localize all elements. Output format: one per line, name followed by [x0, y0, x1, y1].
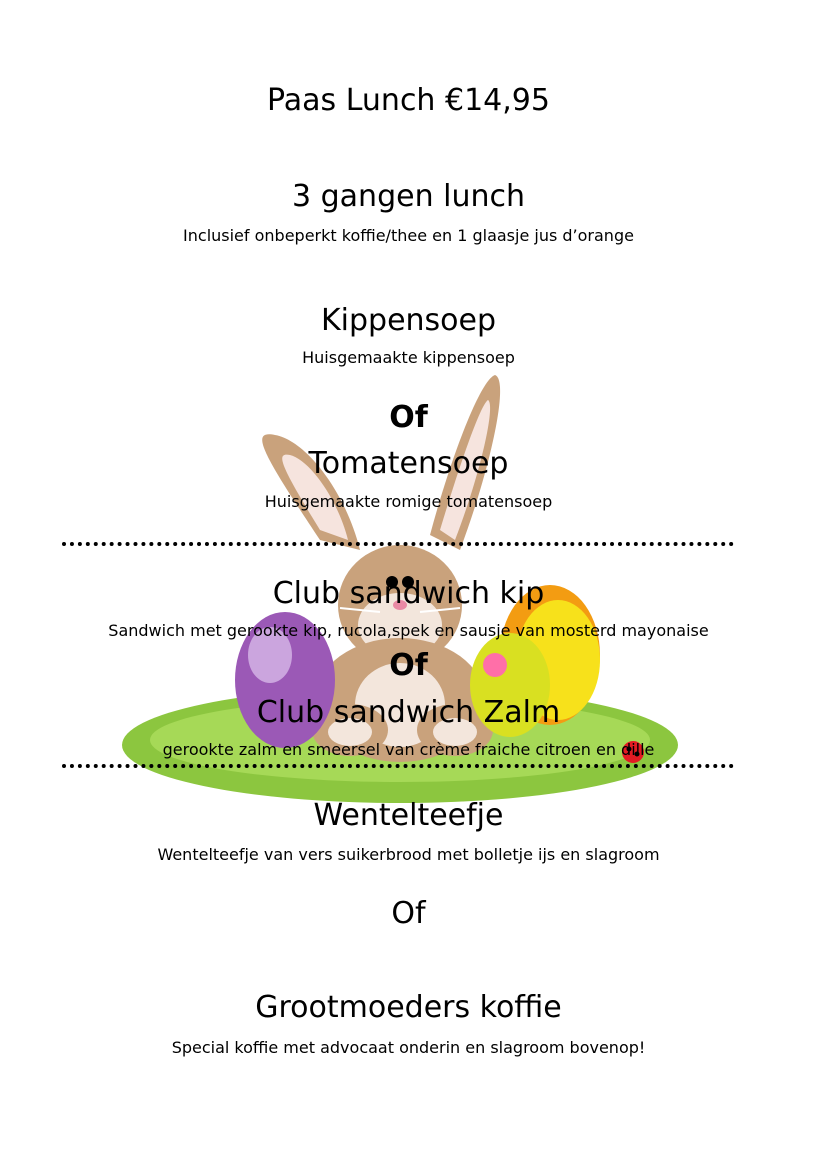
main-2-desc: gerookte zalm en smeersel van crème frai…	[162, 740, 655, 759]
or-separator-starters: Of	[389, 400, 428, 435]
or-separator-mains: Of	[389, 648, 428, 683]
main-1-desc: Sandwich met gerookte kip, rucola,spek e…	[108, 621, 709, 640]
course-note: Inclusief onbeperkt koffie/thee en 1 gla…	[183, 226, 634, 245]
divider-top	[62, 542, 734, 546]
bunny-eye-left	[386, 576, 398, 588]
dessert-2-desc: Special koffie met advocaat onderin en s…	[171, 1038, 646, 1057]
divider-bottom	[62, 764, 734, 768]
or-separator-desserts: Of	[391, 896, 426, 931]
bunny-nose	[393, 600, 407, 610]
menu-header: Paas Lunch €14,95	[267, 83, 550, 118]
starter-1-desc: Huisgemaakte kippensoep	[302, 348, 515, 367]
course-title: 3 gangen lunch	[292, 179, 525, 214]
dessert-1-name: Wentelteefje	[313, 798, 504, 833]
easter-bunny-illustration	[122, 375, 678, 803]
starter-2-name: Tomatensoep	[308, 446, 509, 481]
ladybug	[622, 741, 644, 763]
dessert-1-desc: Wentelteefje van vers suikerbrood met bo…	[157, 845, 660, 864]
starter-1-name: Kippensoep	[320, 303, 497, 338]
main-1-name: Club sandwich kip	[272, 576, 545, 611]
dessert-2-name: Grootmoeders koffie	[255, 990, 562, 1025]
main-2-name: Club sandwich Zalm	[256, 695, 561, 730]
bunny-eye-right	[402, 576, 414, 588]
starter-2-desc: Huisgemaakte romige tomatensoep	[264, 492, 553, 511]
